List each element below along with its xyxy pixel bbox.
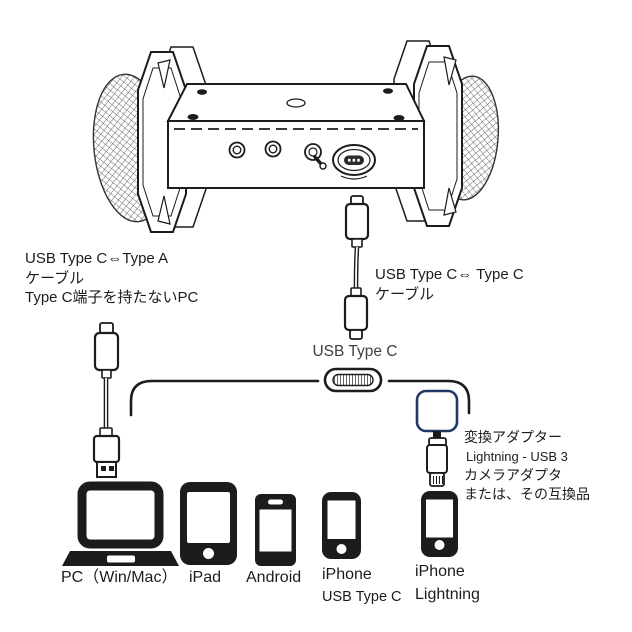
stereo-microphone-illustration bbox=[92, 40, 500, 233]
usb-c-cable-note-line1: USB Type C⇔ Type C bbox=[375, 266, 524, 283]
adapter-note-line2: Lightning - USB 3 bbox=[466, 449, 568, 464]
device-label-pc: PC（Win/Mac） bbox=[61, 569, 178, 586]
adapter-note-line1: 変換アダプター bbox=[464, 429, 562, 445]
usb-c-to-a-cable-icon bbox=[92, 322, 121, 478]
adapter-note-line4: または、その互換品 bbox=[464, 486, 590, 502]
lightning-adapter-icon bbox=[415, 389, 459, 487]
device-label-ipad: iPad bbox=[189, 569, 222, 586]
usb-a-cable-note-line2: ケーブル bbox=[25, 269, 85, 287]
adapter-note: 変換アダプター Lightning - USB 3 カメラアダプタ または、その… bbox=[464, 428, 590, 504]
iphone-lightning-icon bbox=[421, 491, 458, 557]
usb-type-c-connector-icon bbox=[323, 367, 383, 393]
usb-c-to-c-cable-icon bbox=[343, 195, 370, 340]
android-phone-icon bbox=[255, 494, 296, 566]
usb-a-cable-note: USB Type C⇔Type A ケーブル Type C端子を持たないPC bbox=[25, 249, 198, 308]
device-label-iphone-lightning-sub: Lightning bbox=[415, 586, 480, 603]
usb-a-cable-note-line3: Type C端子を持たないPC bbox=[25, 289, 199, 306]
adapter-note-line3: カメラアダプタ bbox=[464, 467, 562, 483]
mic-jack-icon bbox=[228, 140, 282, 159]
device-label-iphone-usbc-sub: USB Type C bbox=[322, 589, 402, 605]
laptop-icon bbox=[62, 481, 179, 566]
device-label-iphone-usbc: iPhone USB Type C bbox=[322, 565, 402, 607]
distribution-bracket bbox=[129, 379, 471, 417]
device-label-iphone-usbc-title: iPhone bbox=[322, 566, 372, 583]
toggle-switch-icon bbox=[304, 143, 327, 170]
usb-c-port-icon bbox=[332, 144, 376, 180]
usb-c-cable-note-line2: ケーブル bbox=[375, 285, 435, 303]
usb-c-cable-note: USB Type C⇔ Type C ケーブル bbox=[375, 265, 524, 304]
usb-a-cable-note-line1: USB Type C⇔Type A bbox=[25, 250, 169, 267]
device-label-iphone-lightning: iPhone Lightning bbox=[415, 562, 480, 605]
ipad-icon bbox=[180, 482, 237, 565]
device-label-iphone-lightning-title: iPhone bbox=[415, 563, 465, 580]
usb-c-port-label: USB Type C bbox=[312, 343, 398, 360]
device-label-android: Android bbox=[246, 569, 302, 586]
device-front-face bbox=[167, 120, 425, 189]
top-screws bbox=[187, 88, 405, 121]
iphone-usbc-icon bbox=[322, 492, 361, 559]
